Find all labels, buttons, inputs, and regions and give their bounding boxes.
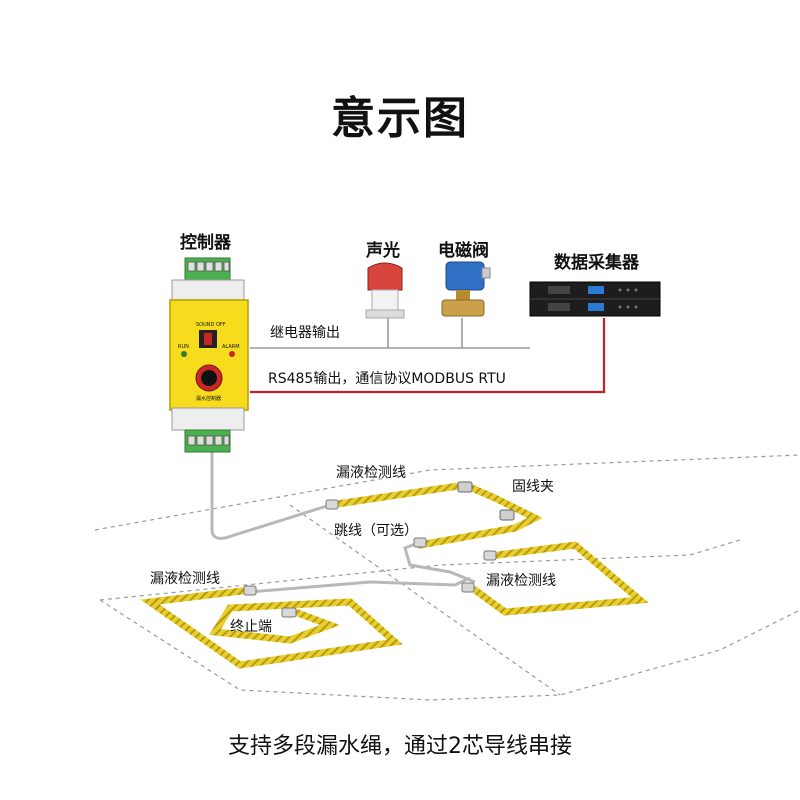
terminator-label: 终止端	[230, 619, 272, 635]
controller-device	[169, 257, 249, 453]
sensing-cable-top-label: 漏液检测线	[336, 465, 406, 481]
caption: 支持多段漏水绳，通过2芯导线串接	[228, 734, 572, 759]
floor-outline	[94, 454, 800, 701]
controller-label: 控制器	[180, 233, 231, 253]
sound-off-label: SOUND OFF	[196, 322, 226, 328]
rs485-output-line	[250, 318, 606, 394]
sound-light-label: 声光	[366, 241, 400, 261]
sensing-cable-right-label: 漏液检测线	[486, 573, 556, 589]
relay-output-label: 继电器输出	[270, 325, 340, 341]
solenoid-valve-label: 电磁阀	[438, 241, 489, 261]
sensing-cable-top	[326, 481, 543, 549]
cable-connectors	[243, 499, 497, 618]
run-label: RUN	[178, 344, 189, 350]
rs485-output-label: RS485输出，通信协议MODBUS RTU	[268, 371, 506, 387]
solenoid-valve-icon	[441, 261, 491, 317]
cable-clamp-icon	[457, 481, 515, 521]
relay-output-line	[250, 318, 530, 349]
jumper-optional-label: 跳线（可选）	[334, 523, 418, 539]
alarm-label: ALARM	[222, 344, 240, 350]
sensing-cable-left	[140, 586, 403, 669]
data-collector-label: 数据采集器	[554, 253, 639, 273]
sound-light-alarm-icon	[365, 262, 405, 319]
device-name-label: 漏水控制器	[196, 396, 222, 402]
sensing-cable-right	[471, 541, 649, 616]
jumper-wires	[210, 450, 476, 594]
sensing-cable-left-label: 漏液检测线	[150, 571, 220, 587]
diagram-title: 意示图	[331, 93, 469, 144]
cable-clamp-label: 固线夹	[512, 479, 554, 495]
data-collector-icon	[529, 281, 661, 317]
